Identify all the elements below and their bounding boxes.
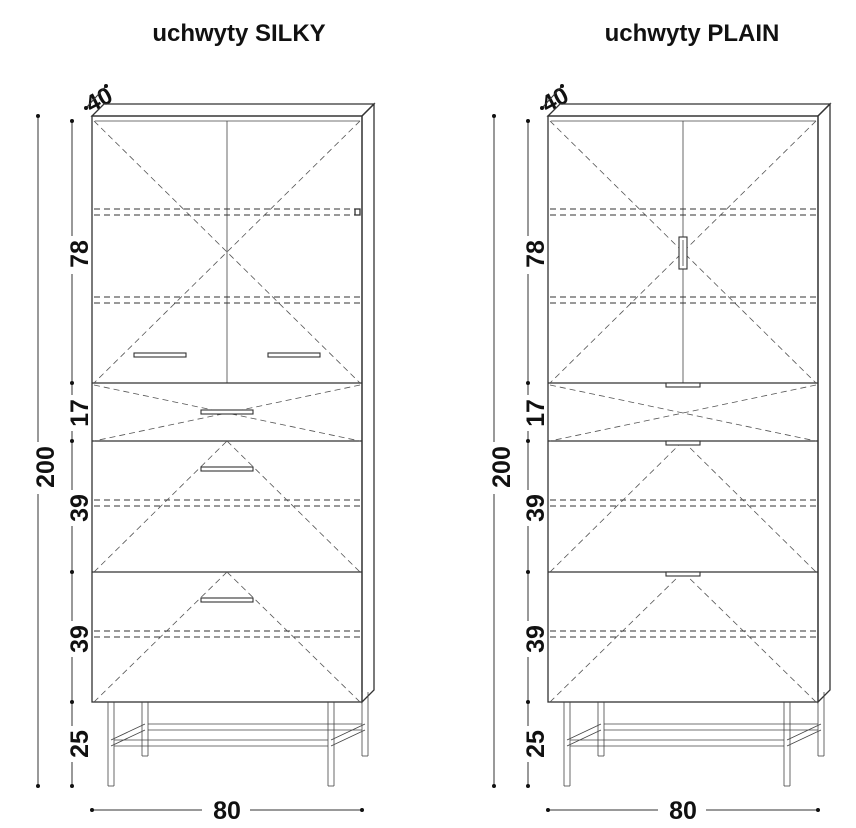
title-plain: uchwyty PLAIN	[605, 20, 780, 47]
drawer-handle-3	[200, 597, 254, 603]
handles-plain	[665, 236, 701, 577]
height-total-label-plain: 200	[488, 446, 516, 488]
drawer-handle-1	[200, 409, 254, 415]
drawer-handle-2	[200, 466, 254, 472]
depth-label-plain: 40	[537, 82, 573, 118]
door-handle-right	[267, 352, 321, 358]
section-label-25-silky: 25	[66, 730, 94, 758]
cabinet-body-plain	[546, 102, 832, 704]
shelves-plain	[550, 208, 816, 638]
opening-lines-plain	[549, 120, 817, 703]
title-silky: uchwyty SILKY	[152, 20, 325, 47]
section-label-17-plain: 17	[522, 399, 550, 427]
height-total-label-silky: 200	[32, 446, 60, 488]
width-label-silky: 80	[213, 797, 241, 825]
section-label-39b-silky: 39	[66, 625, 94, 653]
door-handle-left	[133, 352, 187, 358]
section-label-78-plain: 78	[522, 240, 550, 268]
dimension-labels-silky: 200 78 17 39 39 25 80	[26, 236, 250, 825]
cabinet-body-silky	[90, 102, 376, 704]
cabinet-plain: uchwyty PLAIN 40	[482, 20, 832, 825]
width-label-plain: 80	[669, 797, 697, 825]
drawer-handle-plain-3	[665, 571, 701, 577]
section-label-25-plain: 25	[522, 730, 550, 758]
dimensions-plain	[492, 84, 820, 812]
depth-label-silky: 40	[81, 82, 117, 118]
section-label-39b-plain: 39	[522, 625, 550, 653]
dimension-labels-plain: 200 78 17 39 39 25 80	[482, 236, 706, 825]
drawer-handle-plain-1	[665, 382, 701, 388]
shelves-silky	[94, 208, 361, 638]
section-label-17-silky: 17	[66, 399, 94, 427]
drawer-handle-plain-2	[665, 440, 701, 446]
section-label-78-silky: 78	[66, 240, 94, 268]
dimensions-silky	[36, 84, 364, 812]
handles-silky	[133, 352, 321, 603]
legs-plain	[563, 692, 825, 787]
cabinet-silky: uchwyty SILKY 40	[26, 20, 376, 825]
section-label-39a-silky: 39	[66, 494, 94, 522]
legs-silky	[107, 692, 369, 787]
section-label-39a-plain: 39	[522, 494, 550, 522]
